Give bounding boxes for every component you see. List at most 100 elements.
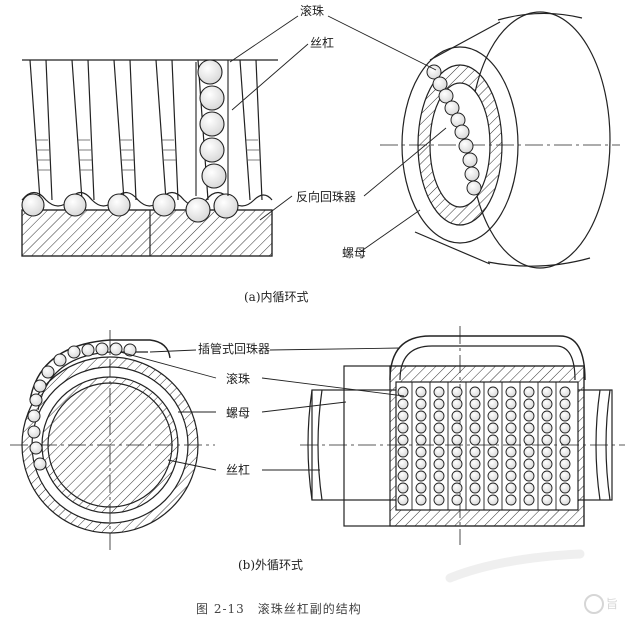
- ball: [523, 494, 535, 506]
- ball: [415, 422, 427, 434]
- ball: [541, 494, 553, 506]
- ball: [487, 446, 499, 458]
- leader-lines-b: [119, 347, 405, 471]
- ball: [469, 470, 481, 482]
- ball: [469, 494, 481, 506]
- ball: [523, 398, 535, 410]
- ball: [541, 470, 553, 482]
- ball: [415, 386, 427, 398]
- ball: [451, 446, 463, 458]
- screw-threads: [29, 59, 263, 201]
- external-cross-section: [10, 330, 215, 550]
- ball: [397, 482, 409, 494]
- watermark-text: 旨: [606, 597, 619, 611]
- ball: [487, 398, 499, 410]
- ball: [433, 446, 445, 458]
- ball: [469, 386, 481, 398]
- ball: [433, 434, 445, 446]
- ball: [559, 434, 571, 446]
- ball: [505, 386, 517, 398]
- ball: [487, 470, 499, 482]
- ball: [541, 398, 553, 410]
- ball: [559, 458, 571, 470]
- nut-perspective: [380, 11, 620, 269]
- ball: [397, 386, 409, 398]
- ball: [541, 446, 553, 458]
- ball: [469, 422, 481, 434]
- ball: [451, 470, 463, 482]
- ball: [469, 458, 481, 470]
- internal-screw-section: [21, 59, 278, 257]
- ball: [505, 458, 517, 470]
- figure-caption: 图 2-13 滚珠丝杠副的结构: [196, 602, 362, 616]
- ball: [487, 494, 499, 506]
- external-longitudinal: [300, 326, 625, 545]
- ball: [433, 494, 445, 506]
- ball: [415, 410, 427, 422]
- ball: [541, 434, 553, 446]
- label-ball-a: 滚珠: [300, 4, 325, 18]
- ball: [397, 434, 409, 446]
- ball: [523, 458, 535, 470]
- nut-section: [21, 209, 273, 257]
- ball: [541, 410, 553, 422]
- ball: [541, 422, 553, 434]
- ball: [487, 422, 499, 434]
- ball: [541, 458, 553, 470]
- label-nut-b: 螺母: [226, 406, 251, 420]
- ball: [415, 482, 427, 494]
- external-longitudinal-balls: [397, 386, 571, 506]
- watermark-circle-icon: [584, 594, 604, 614]
- ball: [505, 410, 517, 422]
- ball: [559, 470, 571, 482]
- ball: [451, 398, 463, 410]
- ball: [469, 446, 481, 458]
- watermark-brush: [445, 549, 585, 583]
- ball: [433, 482, 445, 494]
- ball: [415, 434, 427, 446]
- ball: [487, 410, 499, 422]
- ball: [505, 482, 517, 494]
- ball: [451, 494, 463, 506]
- label-ball-b: 滚珠: [226, 372, 251, 386]
- ball: [397, 446, 409, 458]
- ball: [487, 458, 499, 470]
- balls-row: [21, 193, 239, 223]
- watermark-logo: 旨: [578, 592, 624, 614]
- nut-perspective-balls: [426, 64, 482, 196]
- label-nut-a: 螺母: [342, 246, 367, 260]
- ball: [433, 458, 445, 470]
- label-screw-a: 丝杠: [310, 36, 335, 50]
- ball: [415, 398, 427, 410]
- ball: [415, 446, 427, 458]
- ball: [559, 422, 571, 434]
- ball: [559, 482, 571, 494]
- ball: [505, 422, 517, 434]
- ball: [415, 470, 427, 482]
- leader-lines-a: [229, 15, 447, 253]
- label-deflector: 反向回珠器: [296, 190, 357, 204]
- ball: [505, 398, 517, 410]
- ball: [523, 446, 535, 458]
- ball: [397, 422, 409, 434]
- label-screw-b: 丝杠: [226, 463, 251, 477]
- ball: [397, 470, 409, 482]
- ball: [397, 398, 409, 410]
- ball: [433, 398, 445, 410]
- ball: [469, 398, 481, 410]
- return-ball-stack: [195, 59, 229, 196]
- ball: [415, 458, 427, 470]
- ball: [505, 470, 517, 482]
- ball: [451, 434, 463, 446]
- ball: [523, 482, 535, 494]
- external-cross-balls: [27, 342, 137, 471]
- ball: [433, 386, 445, 398]
- ball: [397, 410, 409, 422]
- ball: [433, 422, 445, 434]
- ball: [487, 434, 499, 446]
- ball: [505, 446, 517, 458]
- ball: [451, 458, 463, 470]
- ball: [415, 494, 427, 506]
- ball: [451, 482, 463, 494]
